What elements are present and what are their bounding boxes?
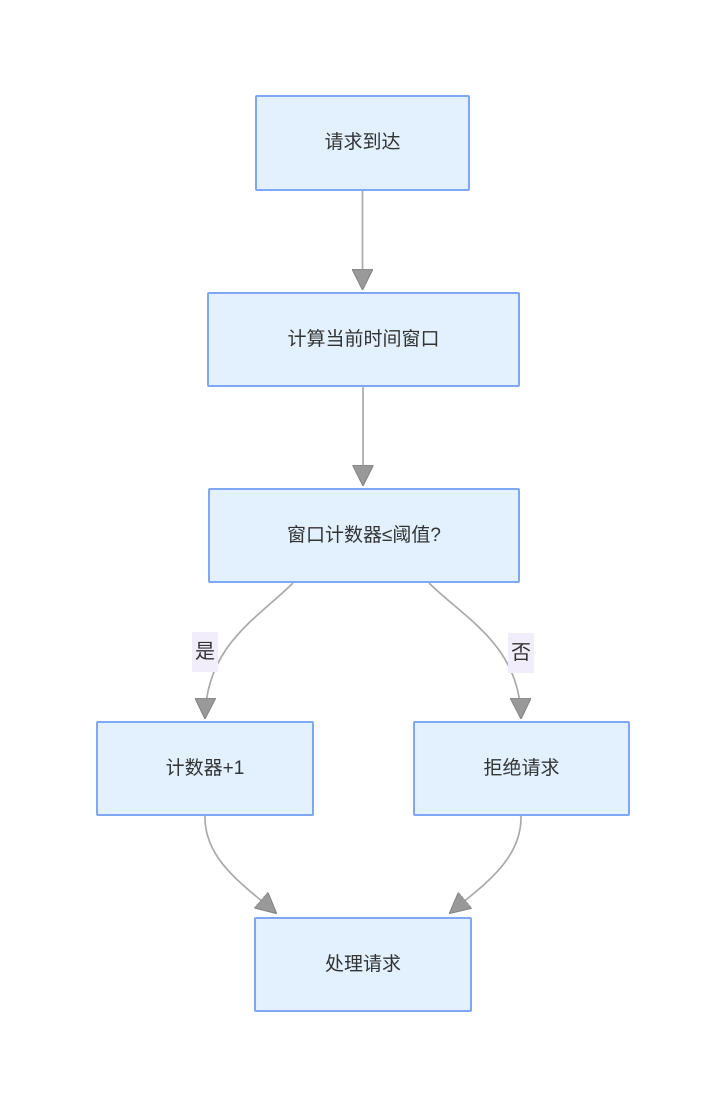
node-label: 窗口计数器≤阈值? [287,524,441,546]
node-calc-time-window: 计算当前时间窗口 [207,292,520,387]
node-counter-increment: 计数器+1 [96,721,314,816]
edge-label-no: 否 [508,633,534,673]
edge-increment-to-process [204,815,276,913]
node-counter-check: 窗口计数器≤阈值? [208,488,520,583]
node-label: 处理请求 [324,953,401,975]
node-process-request: 处理请求 [254,917,472,1012]
edge-label-yes: 是 [192,632,218,672]
edge-reject-to-process [450,815,522,913]
node-label: 请求到达 [324,132,401,154]
node-reject-request: 拒绝请求 [413,721,630,816]
node-label: 拒绝请求 [483,757,560,779]
node-request-arrives: 请求到达 [255,95,470,191]
node-label: 计数器+1 [165,757,245,779]
edge-check-to-increment [205,582,294,718]
node-label: 计算当前时间窗口 [287,328,440,350]
